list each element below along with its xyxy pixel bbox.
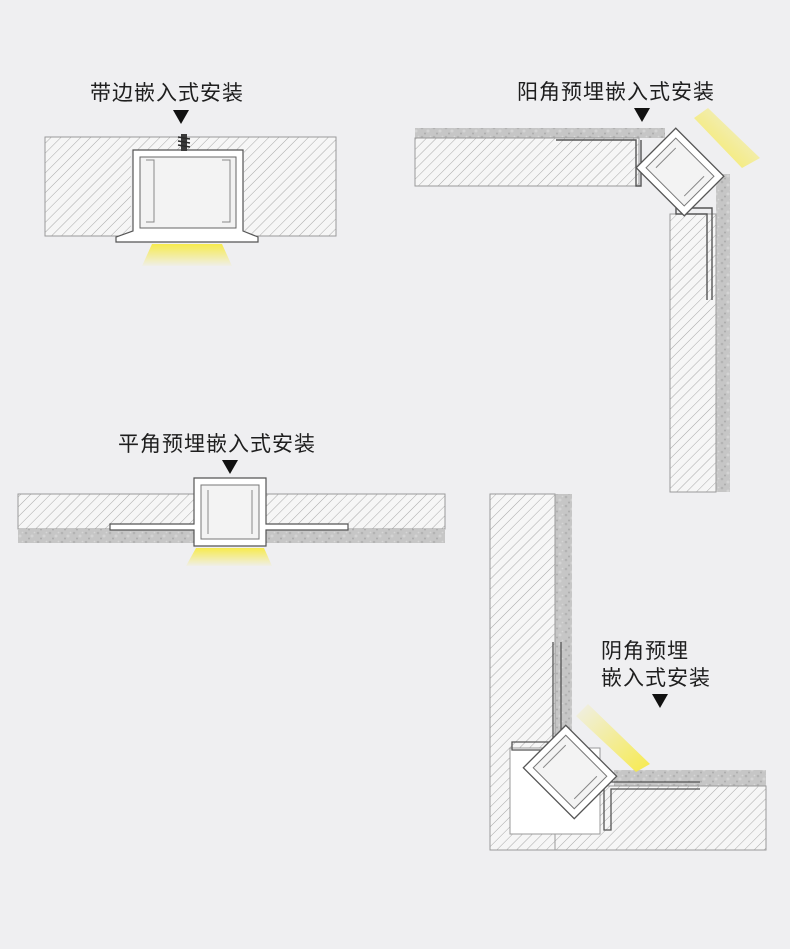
label-inner-corner-line2: 嵌入式安装 <box>601 666 711 690</box>
down-triangle-icon <box>222 460 238 474</box>
label-flat-corner: 平角预埋嵌入式安装 <box>118 432 316 456</box>
label-edge-embedded: 带边嵌入式安装 <box>90 81 244 105</box>
profile-flange-right <box>675 207 713 300</box>
corner-channel <box>635 127 725 217</box>
top-wall <box>414 137 640 187</box>
plaster-right <box>716 174 730 492</box>
corner-channel <box>522 724 618 820</box>
outer-corner-figure <box>414 108 760 493</box>
flat-corner-figure <box>17 477 446 566</box>
right-wall <box>669 213 717 493</box>
label-outer-corner: 阳角预埋嵌入式安装 <box>517 80 715 104</box>
plaster-top <box>415 128 665 138</box>
screw-icon <box>177 134 191 151</box>
profile-flange-horizontal <box>603 781 700 831</box>
label-inner-corner-line1: 阴角预埋 <box>601 639 689 663</box>
edge-embedded-figure <box>44 134 337 266</box>
down-triangle-icon <box>173 110 189 124</box>
down-triangle-icon <box>634 108 650 122</box>
channel-profile-inner <box>139 156 237 229</box>
plaster-left-wall <box>555 494 572 754</box>
plaster-floor <box>614 770 766 786</box>
light-beam <box>142 244 232 266</box>
down-triangle-icon <box>652 694 668 708</box>
channel-fins <box>146 159 231 223</box>
light-beam <box>694 108 760 168</box>
channel-profile-inner <box>200 484 260 540</box>
light-beam <box>576 704 650 772</box>
inner-corner-figure <box>489 493 767 851</box>
light-beam <box>186 548 272 566</box>
